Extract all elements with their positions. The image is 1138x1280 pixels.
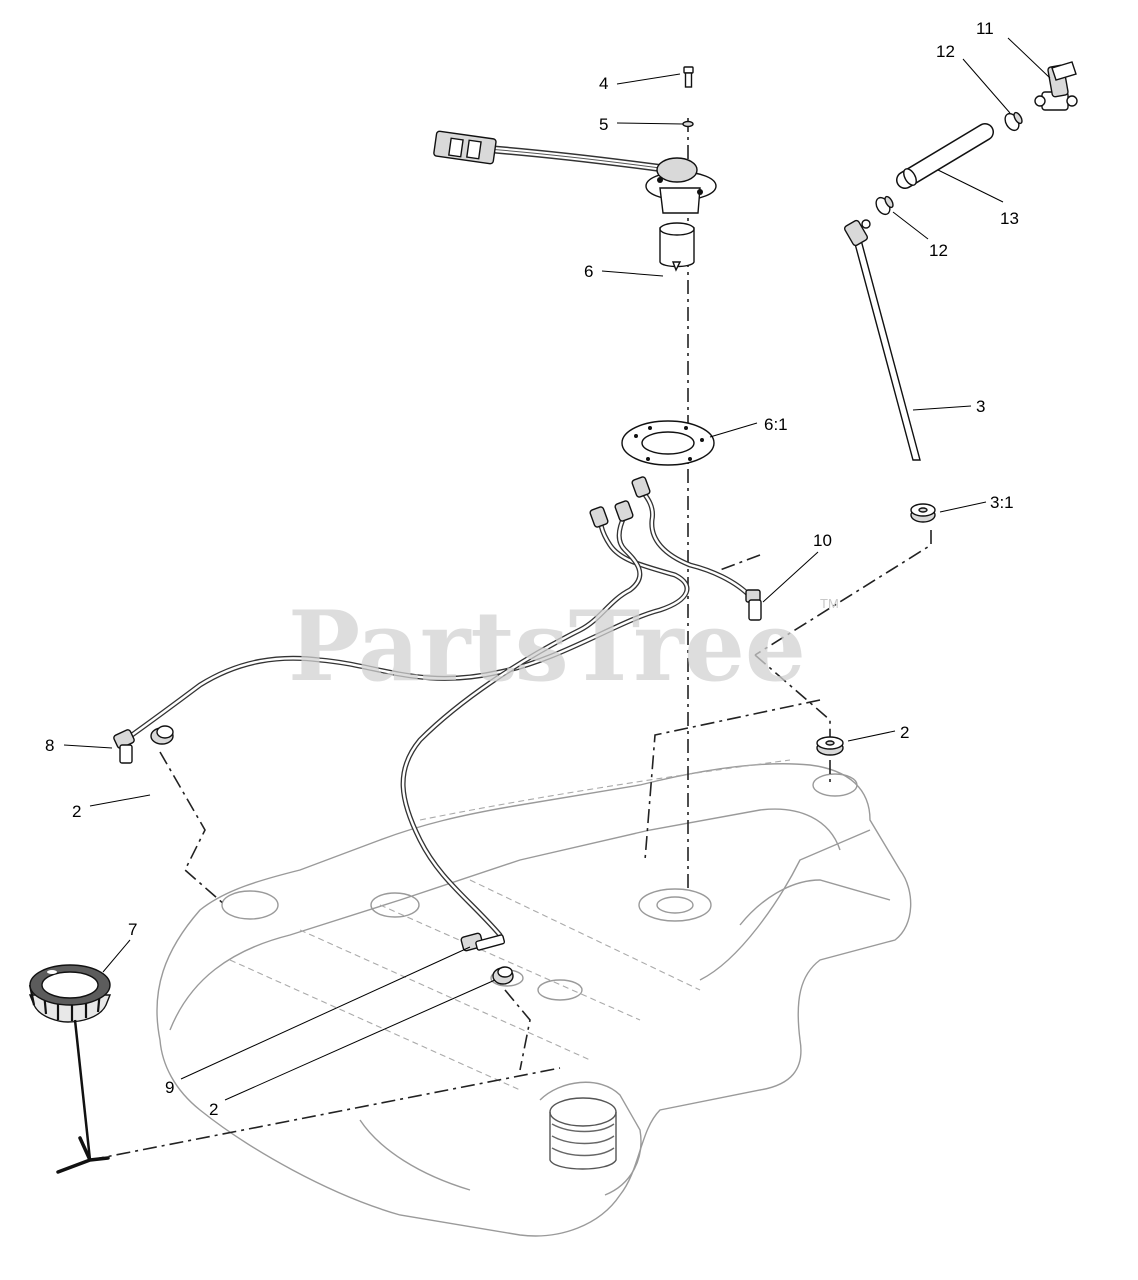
leader-lines bbox=[63, 37, 1051, 1101]
callout-4: 4 bbox=[599, 74, 608, 93]
callout-labels: 4 5 6 6:1 11 12 12 13 3 3:1 10 8 2 2 7 9… bbox=[45, 19, 1019, 1119]
fitting-9 bbox=[460, 932, 506, 952]
callout-6-1: 6:1 bbox=[764, 415, 788, 434]
callout-3: 3 bbox=[976, 397, 985, 416]
callout-11: 11 bbox=[976, 19, 994, 38]
watermark-tm: TM bbox=[820, 596, 839, 611]
fuel-sender-6 bbox=[433, 130, 717, 272]
filler-neck bbox=[549, 1097, 617, 1170]
callout-2-center: 2 bbox=[209, 1100, 218, 1119]
callout-7: 7 bbox=[128, 920, 137, 939]
grommet-3-1 bbox=[910, 503, 936, 523]
callout-9: 9 bbox=[165, 1078, 174, 1097]
callout-5: 5 bbox=[599, 115, 608, 134]
fuel-tank bbox=[156, 759, 912, 1237]
vent-hoses bbox=[122, 476, 755, 938]
callout-13: 13 bbox=[1000, 209, 1019, 228]
washer-5 bbox=[682, 120, 694, 128]
fitting-8 bbox=[113, 729, 135, 764]
fuel-cap-7 bbox=[28, 964, 112, 1174]
gasket-6-1 bbox=[621, 420, 715, 466]
watermark-text: PartsTree bbox=[288, 590, 806, 703]
callout-3-1: 3:1 bbox=[990, 493, 1014, 512]
fitting-10 bbox=[745, 589, 762, 621]
fuel-hose-13 bbox=[896, 123, 994, 189]
grommet-2-left bbox=[150, 725, 174, 745]
screw-4 bbox=[683, 66, 694, 88]
vent-tube bbox=[843, 219, 921, 461]
shutoff-valve-11 bbox=[1034, 61, 1078, 111]
callout-2-right: 2 bbox=[900, 723, 909, 742]
hose-clamp-12-upper bbox=[1004, 111, 1023, 132]
callout-10: 10 bbox=[813, 531, 832, 550]
grommet-2-right bbox=[816, 736, 844, 756]
callout-12-upper: 12 bbox=[936, 42, 955, 61]
callout-12-lower: 12 bbox=[929, 241, 948, 260]
callout-2-left: 2 bbox=[72, 802, 81, 821]
callout-6: 6 bbox=[584, 262, 593, 281]
watermark: PartsTree TM bbox=[288, 590, 839, 703]
hose-clamp-12-lower bbox=[875, 195, 894, 216]
grommet-2-center bbox=[492, 966, 514, 985]
callout-8: 8 bbox=[45, 736, 54, 755]
